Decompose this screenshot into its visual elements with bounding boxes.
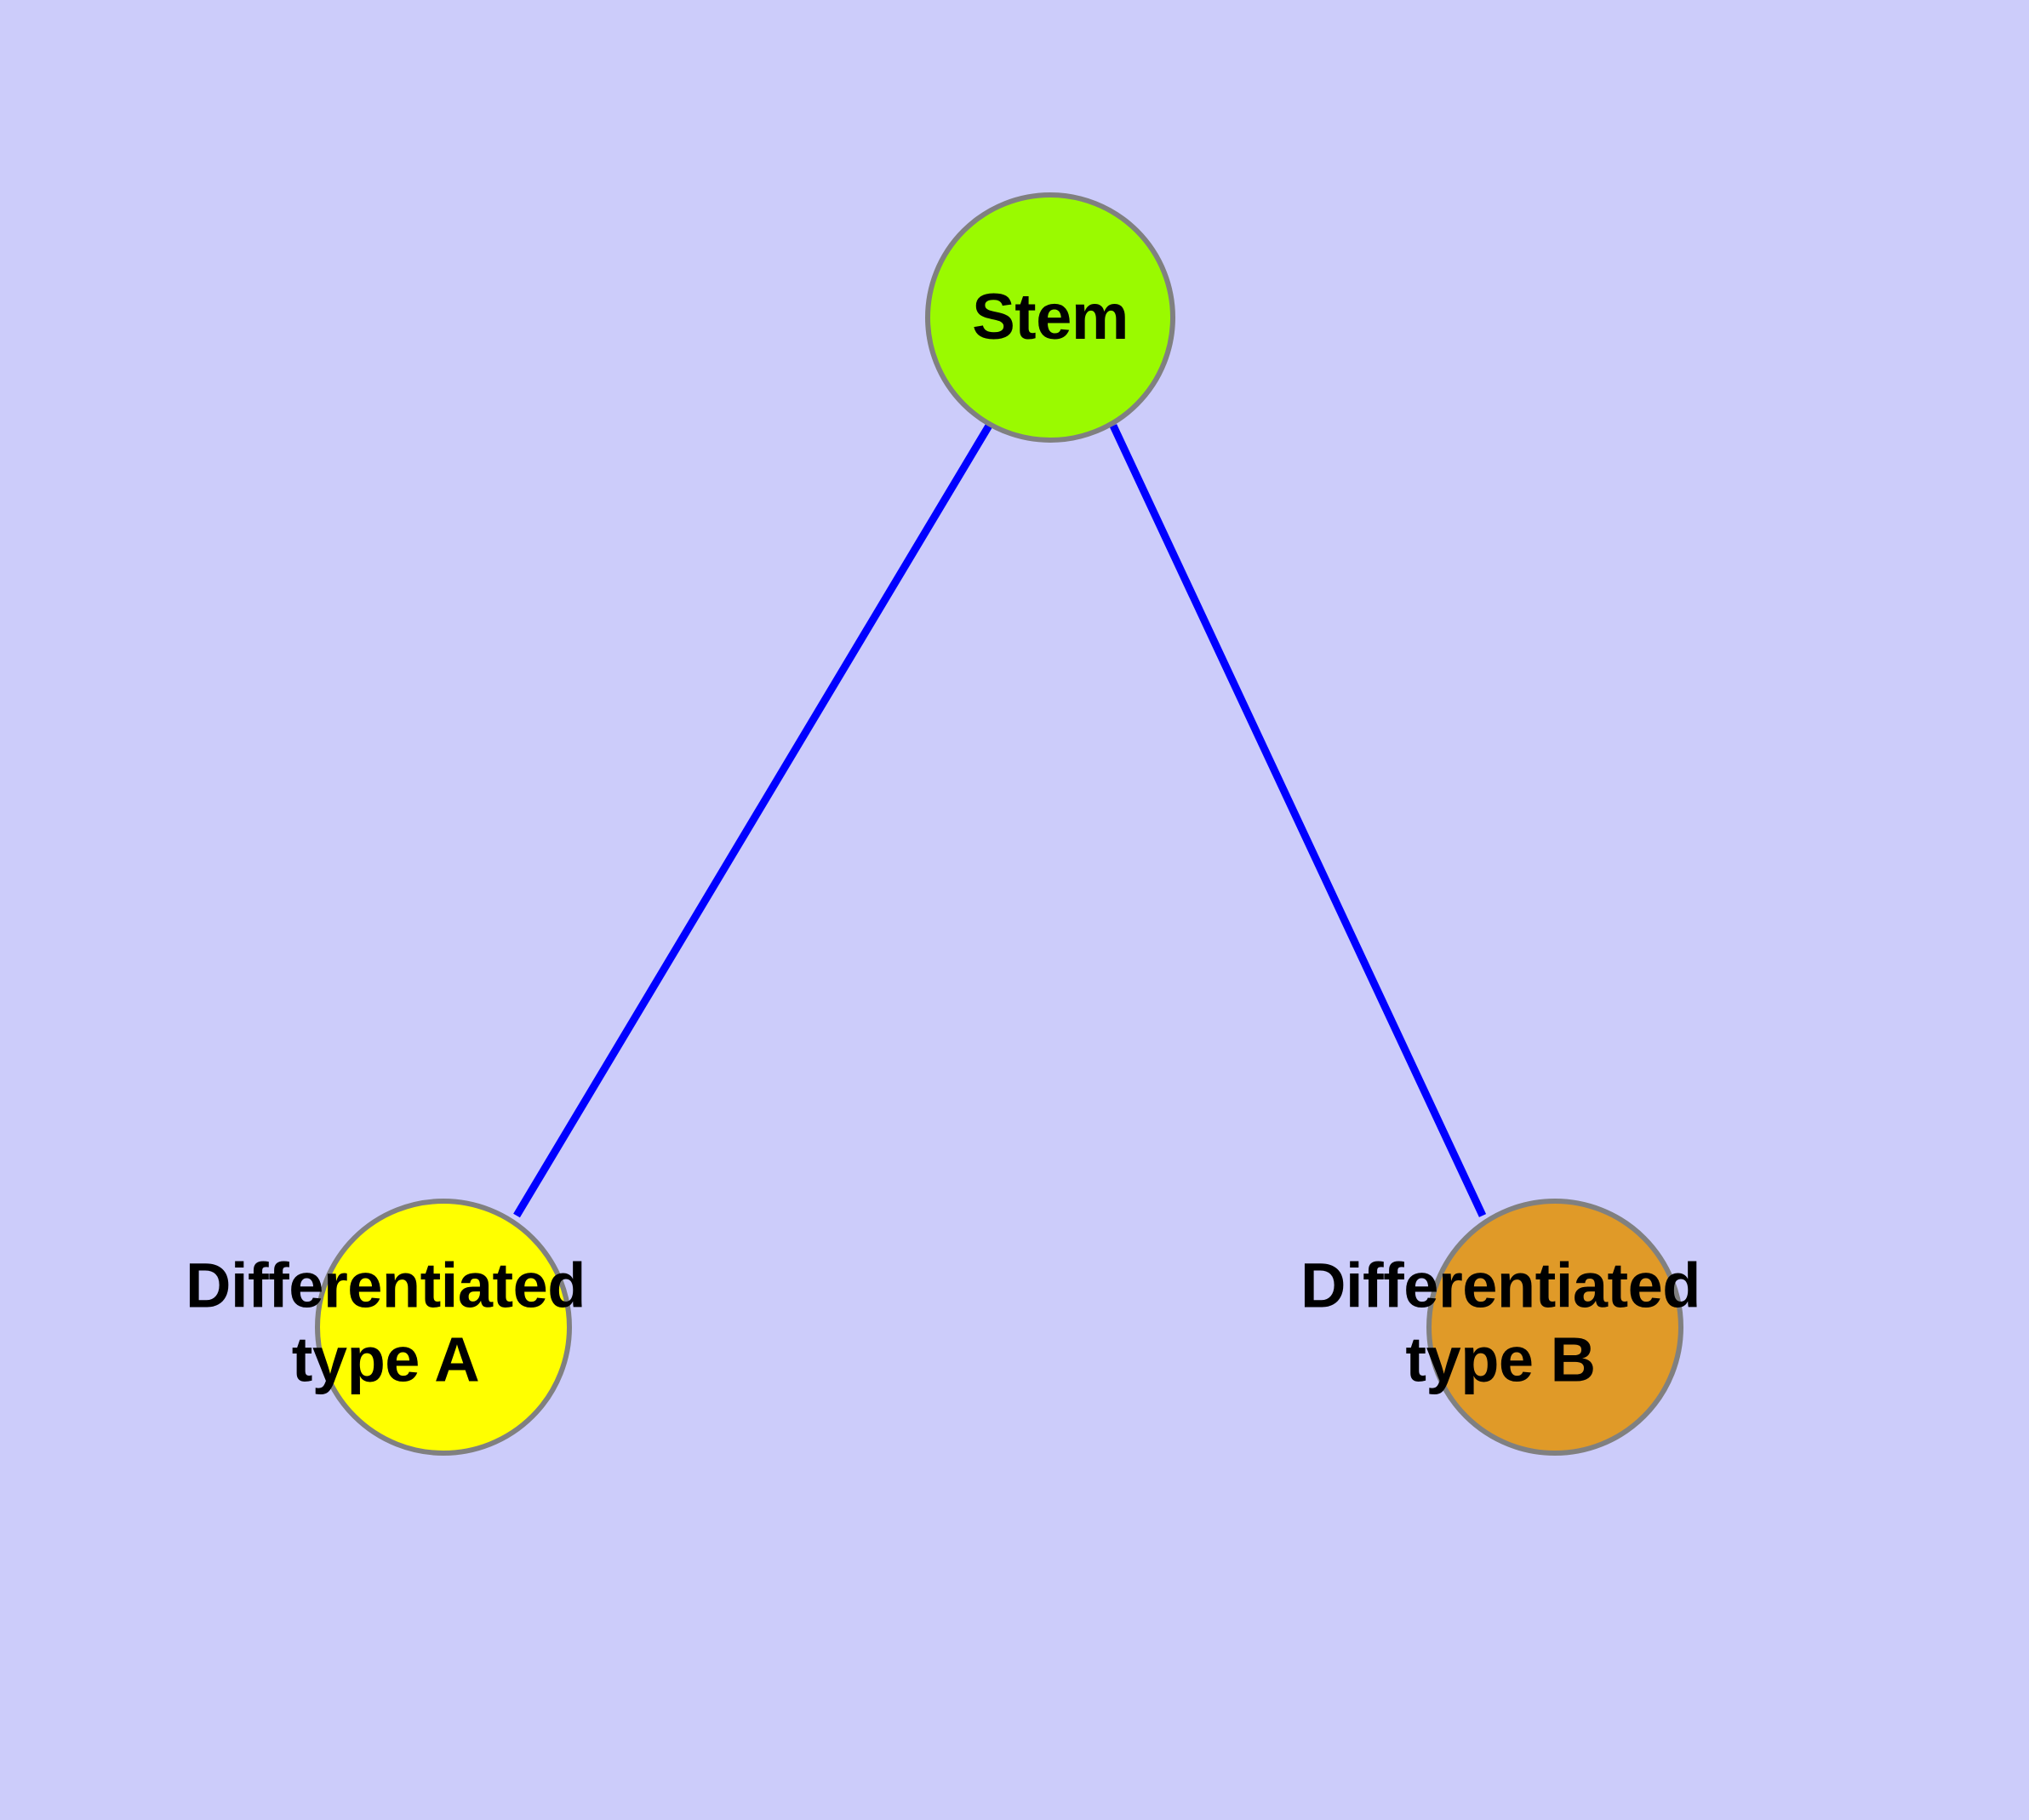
node-differentiated-type-b[interactable] — [1426, 1199, 1683, 1456]
node-stem[interactable] — [925, 192, 1175, 443]
node-stem-label: Stem — [972, 281, 1129, 354]
edge-stem-to-differentiated-type-b[interactable] — [1109, 424, 1487, 1217]
edge-stem-to-differentiated-type-a[interactable] — [513, 423, 992, 1218]
node-differentiated-type-a[interactable] — [315, 1199, 572, 1456]
node-differentiated-type-b-label: Differentiated type B — [1300, 1250, 1700, 1395]
node-differentiated-type-a-label: Differentiated type A — [186, 1250, 586, 1395]
